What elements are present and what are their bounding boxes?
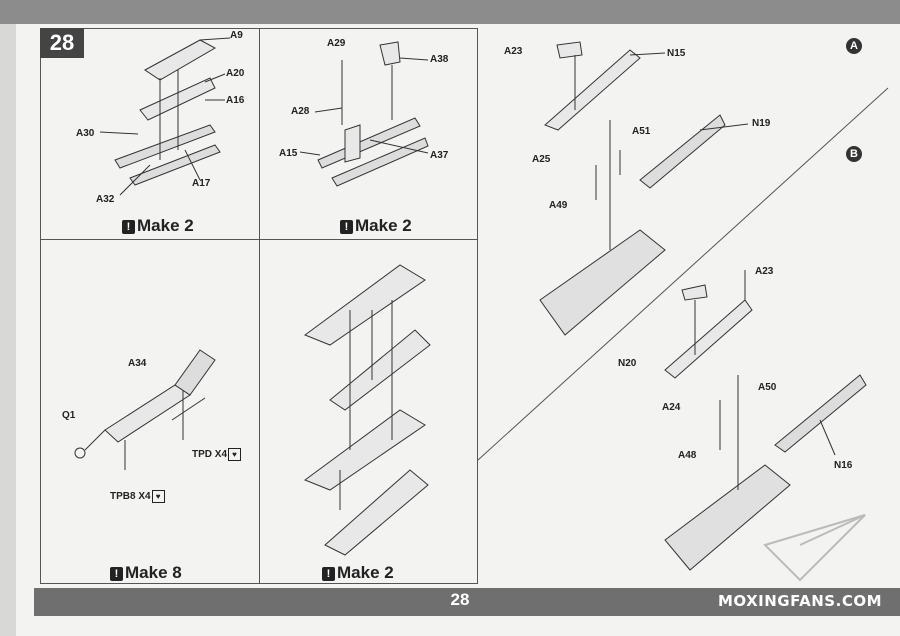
- decal-label: TPD X4♥: [192, 448, 242, 461]
- panel-divider-horizontal: [40, 239, 478, 240]
- make-count: !Make 2: [122, 216, 194, 236]
- part-label: A25: [532, 154, 551, 165]
- part-label: A32: [96, 194, 115, 205]
- part-label: N20: [618, 358, 637, 369]
- make-count: !Make 2: [322, 563, 394, 583]
- part-label: A15: [279, 148, 298, 159]
- part-label: A49: [549, 200, 568, 211]
- part-label: N16: [834, 460, 853, 471]
- panel-divider-vertical: [259, 28, 260, 584]
- part-label: A34: [128, 358, 147, 369]
- warning-icon: !: [340, 220, 353, 234]
- decal-icon: ♥: [228, 448, 242, 461]
- panel4-drawing: [303, 264, 431, 556]
- part-label: N15: [667, 48, 686, 59]
- part-label: A16: [226, 95, 245, 106]
- part-label: A50: [758, 382, 777, 393]
- part-label: N19: [752, 118, 771, 129]
- part-label: A20: [226, 68, 245, 79]
- watermark-plane: [763, 514, 866, 582]
- panel1-drawing: [99, 37, 231, 196]
- page-number: 28: [450, 590, 470, 609]
- step-number: 28: [40, 28, 84, 58]
- decal-icon: ♥: [151, 490, 165, 503]
- make-count: !Make 8: [110, 563, 182, 583]
- part-label: A9: [230, 30, 243, 41]
- page-binding-edge: [0, 0, 16, 636]
- panel3-drawing: [74, 349, 216, 470]
- warning-icon: !: [110, 567, 123, 581]
- warning-icon: !: [122, 220, 135, 234]
- panel2-drawing: [299, 41, 429, 187]
- part-label: A17: [192, 178, 211, 189]
- make-count: !Make 2: [340, 216, 412, 236]
- variant-marker: B: [846, 146, 862, 162]
- part-label: A38: [430, 54, 449, 65]
- part-label: A28: [291, 106, 310, 117]
- part-label: A29: [327, 38, 346, 49]
- bottom-band: [34, 588, 900, 616]
- part-label: A24: [662, 402, 681, 413]
- watermark-text: MOXINGFANS.COM: [717, 592, 882, 610]
- variant-b-drawing: [664, 270, 867, 571]
- warning-icon: !: [322, 567, 335, 581]
- variant-marker: A: [846, 38, 862, 54]
- top-band: [0, 0, 900, 24]
- variant-a-drawing: [539, 41, 749, 336]
- part-label: A30: [76, 128, 95, 139]
- part-label: A51: [632, 126, 651, 137]
- part-label: Q1: [62, 410, 76, 421]
- part-label: A48: [678, 450, 697, 461]
- part-label: A23: [504, 46, 523, 57]
- part-label: A23: [755, 266, 774, 277]
- part-label: A37: [430, 150, 449, 161]
- decal-label: TPB8 X4♥: [110, 490, 165, 503]
